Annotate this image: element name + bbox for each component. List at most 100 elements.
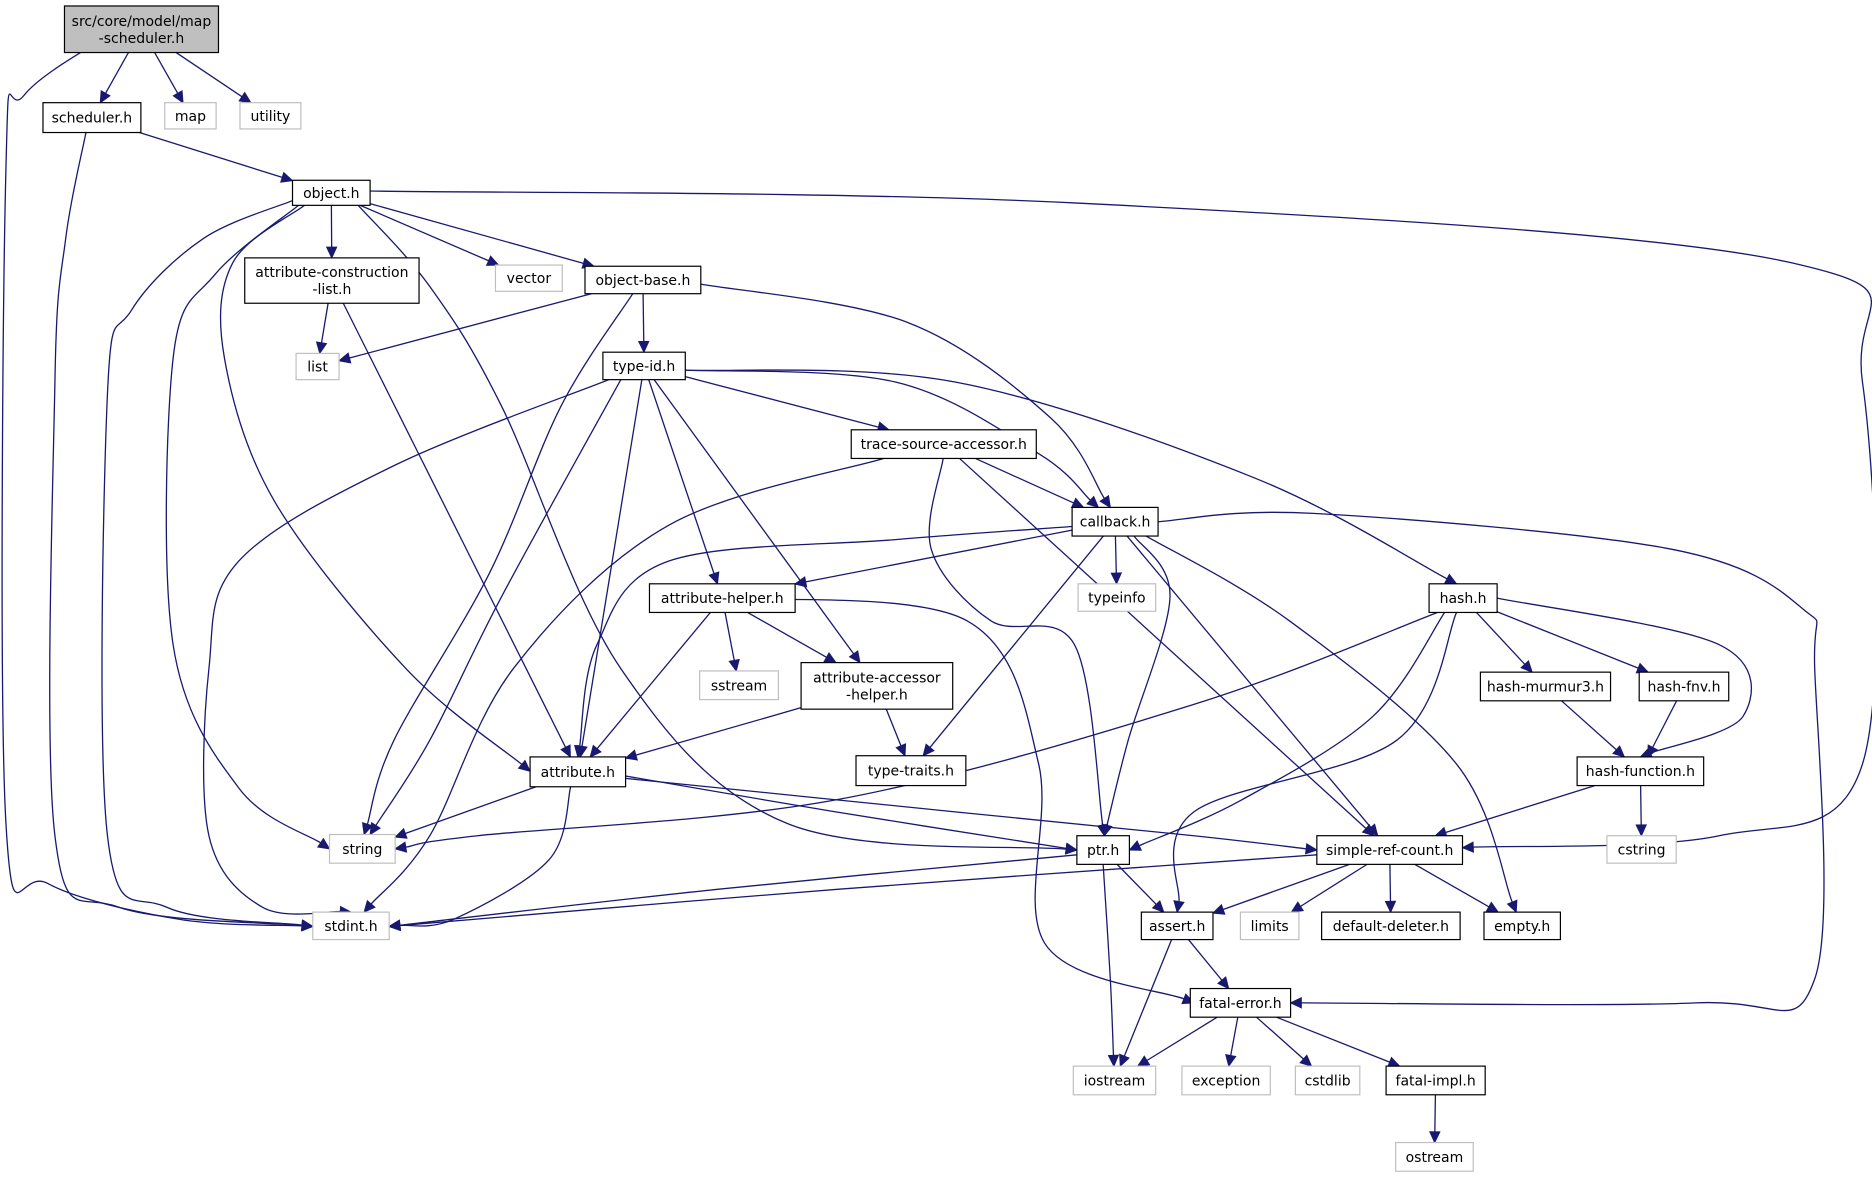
node-label: ptr.h <box>1087 843 1119 859</box>
node-box <box>1576 756 1705 787</box>
node-empty[interactable]: empty.h <box>1483 911 1561 941</box>
node-hash[interactable]: hash.h <box>1428 583 1498 614</box>
node-label: hash-fnv.h <box>1647 679 1720 695</box>
edge-line <box>1222 863 1350 911</box>
edge-line <box>1102 864 1115 1056</box>
node-root[interactable]: src/core/model/map-scheduler.h <box>63 5 220 54</box>
edge-line <box>165 204 321 844</box>
edge-src-to-limits <box>1290 863 1368 913</box>
node-label: scheduler.h <box>52 111 133 127</box>
edge-line <box>975 457 1074 504</box>
node-assert[interactable]: assert.h <box>1140 911 1214 941</box>
edge-line <box>685 376 879 428</box>
node-ostream: ostream <box>1395 1141 1474 1172</box>
node-fimpl[interactable]: fatal-impl.h <box>1385 1065 1486 1096</box>
node-callback[interactable]: callback.h <box>1071 506 1159 537</box>
edge-acl-to-attr <box>342 302 571 758</box>
edge-ahelper-to-fatal <box>740 597 1195 1005</box>
edge-line <box>405 611 1438 848</box>
node-box <box>42 102 142 134</box>
edge-line <box>1106 535 1171 826</box>
node-label: attribute.h <box>541 765 615 781</box>
node-scheduler[interactable]: scheduler.h <box>42 102 142 134</box>
edge-aah-to-attr <box>624 707 802 761</box>
node-box <box>1181 1065 1271 1096</box>
edge-tsa-to-callback <box>975 457 1085 509</box>
edge-line <box>320 303 329 343</box>
node-objbase[interactable]: object-base.h <box>584 265 702 295</box>
edge-objbase-to-callback <box>700 283 1111 509</box>
node-fnv[interactable]: hash-fnv.h <box>1638 671 1730 702</box>
arrowhead-icon <box>280 171 294 183</box>
edge-ptr-to-iostream <box>1102 864 1120 1068</box>
arrowhead-icon <box>624 749 639 761</box>
edge-murmur-to-hfunc <box>1561 700 1626 758</box>
node-box <box>648 583 796 614</box>
edge-fimpl-to-ostream <box>1429 1094 1441 1144</box>
arrowhead-icon <box>1119 1053 1130 1068</box>
node-label: trace-source-accessor.h <box>861 437 1027 453</box>
node-box <box>1385 1065 1486 1096</box>
arrowhead-icon <box>574 744 586 759</box>
node-label: string <box>342 842 382 858</box>
edge-line <box>596 612 711 750</box>
edge-typeid-to-ahelper <box>648 379 720 585</box>
node-deleter[interactable]: default-deleter.h <box>1321 911 1461 941</box>
edge-root-to-utility <box>175 51 252 104</box>
node-label: type-traits.h <box>868 764 954 780</box>
edge-root-to-stdint <box>1 35 314 932</box>
node-label: stdint.h <box>324 919 377 935</box>
node-aah[interactable]: attribute-accessor-helper.h <box>800 662 954 710</box>
edge-callback-to-empty <box>1145 535 1518 914</box>
edge-hash-to-string <box>394 611 1438 853</box>
edge-ahelper-to-aah <box>747 611 837 664</box>
node-box <box>602 351 686 381</box>
node-object[interactable]: object.h <box>291 179 371 206</box>
arrowhead-icon <box>485 255 500 266</box>
edge-src-to-empty <box>1414 863 1500 913</box>
edge-line <box>369 203 584 264</box>
arrowhead-icon <box>848 650 861 664</box>
edge-line <box>202 379 610 915</box>
edge-line <box>104 52 129 94</box>
edge-ahelper-to-attr <box>589 612 711 758</box>
node-src[interactable]: simple-ref-count.h <box>1316 835 1464 865</box>
edge-line <box>1434 1094 1437 1132</box>
edge-line <box>1561 700 1617 751</box>
arrowhead-icon <box>823 652 837 664</box>
edge-line <box>929 535 1104 748</box>
node-murmur[interactable]: hash-murmur3.h <box>1479 671 1612 702</box>
edge-line <box>101 199 303 926</box>
node-fatal[interactable]: fatal-error.h <box>1189 987 1292 1018</box>
node-attr[interactable]: attribute.h <box>529 756 627 788</box>
edge-line <box>360 204 489 262</box>
node-ahelper[interactable]: attribute-helper.h <box>648 583 796 614</box>
node-box <box>699 670 780 701</box>
arrowhead-icon <box>1647 744 1659 758</box>
node-box <box>1428 583 1498 614</box>
edge-typeid-to-aah <box>653 379 861 664</box>
node-ttraits[interactable]: type-traits.h <box>855 755 967 787</box>
arrowhead-icon <box>1485 901 1500 913</box>
edge-line <box>625 775 1067 850</box>
arrowhead-icon <box>895 743 907 757</box>
edge-line <box>1138 612 1446 847</box>
node-box <box>244 257 420 304</box>
node-acl[interactable]: attribute-construction-list.h <box>244 257 420 304</box>
node-label: vector <box>507 271 552 287</box>
arrowhead-icon <box>1290 901 1305 913</box>
edge-fatal-to-exception <box>1225 1017 1239 1068</box>
node-typeid[interactable]: type-id.h <box>602 351 686 381</box>
arrowhead-icon <box>300 919 314 931</box>
edge-line <box>139 131 283 179</box>
node-ptr[interactable]: ptr.h <box>1076 835 1131 865</box>
edge-line <box>1172 612 1458 902</box>
arrowhead-icon <box>1099 494 1111 509</box>
node-box <box>239 102 302 130</box>
node-box <box>328 833 396 864</box>
edge-tsa-to-src <box>959 457 1375 837</box>
arrowhead-icon <box>388 919 401 932</box>
node-hfunc[interactable]: hash-function.h <box>1576 756 1705 787</box>
node-tsa[interactable]: trace-source-accessor.h <box>850 429 1037 460</box>
edge-object-to-stdint <box>101 199 314 931</box>
